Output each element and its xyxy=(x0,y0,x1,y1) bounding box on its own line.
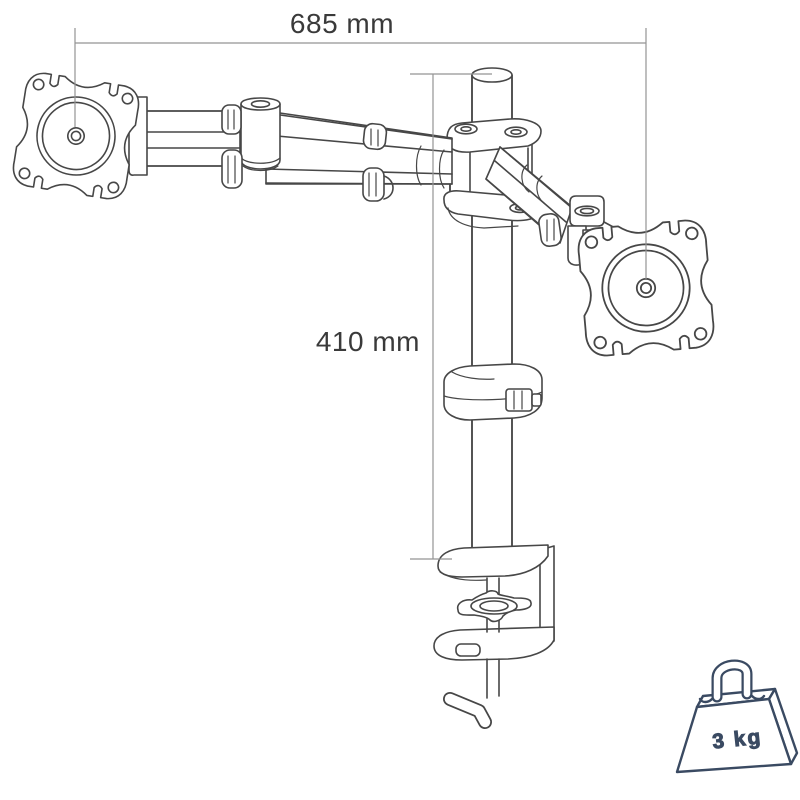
desk-clamp xyxy=(433,544,555,729)
clamp-screw-handle xyxy=(443,692,492,729)
height-dimension-line xyxy=(410,73,492,560)
width-dimension-label: 685 mm xyxy=(290,8,394,39)
width-dimension: 685 mm xyxy=(74,8,647,279)
right-arm xyxy=(485,146,573,248)
clamp-star-knob xyxy=(456,590,532,623)
pole-collar-clamp xyxy=(443,363,543,421)
cable-clip-icon xyxy=(221,149,243,189)
weight-kettlebell-icon: 3 kg xyxy=(675,659,799,774)
right-arm-bracket xyxy=(567,195,653,266)
monitor-arm-drawing xyxy=(9,67,717,729)
vesa-plate-left xyxy=(9,69,143,203)
cable-clip-icon xyxy=(362,122,388,151)
weight-capacity-label: 3 kg xyxy=(711,725,763,753)
cable-clip-icon xyxy=(538,212,562,248)
weight-handle xyxy=(698,659,766,704)
cable-clip-icon xyxy=(221,104,242,135)
cable-clip-icon xyxy=(362,167,394,202)
height-dimension-label: 410 mm xyxy=(316,326,420,357)
width-dimension-line xyxy=(74,28,647,279)
left-elbow-joint xyxy=(221,97,281,189)
left-arm xyxy=(128,95,453,189)
height-dimension: 410 mm xyxy=(316,73,492,560)
